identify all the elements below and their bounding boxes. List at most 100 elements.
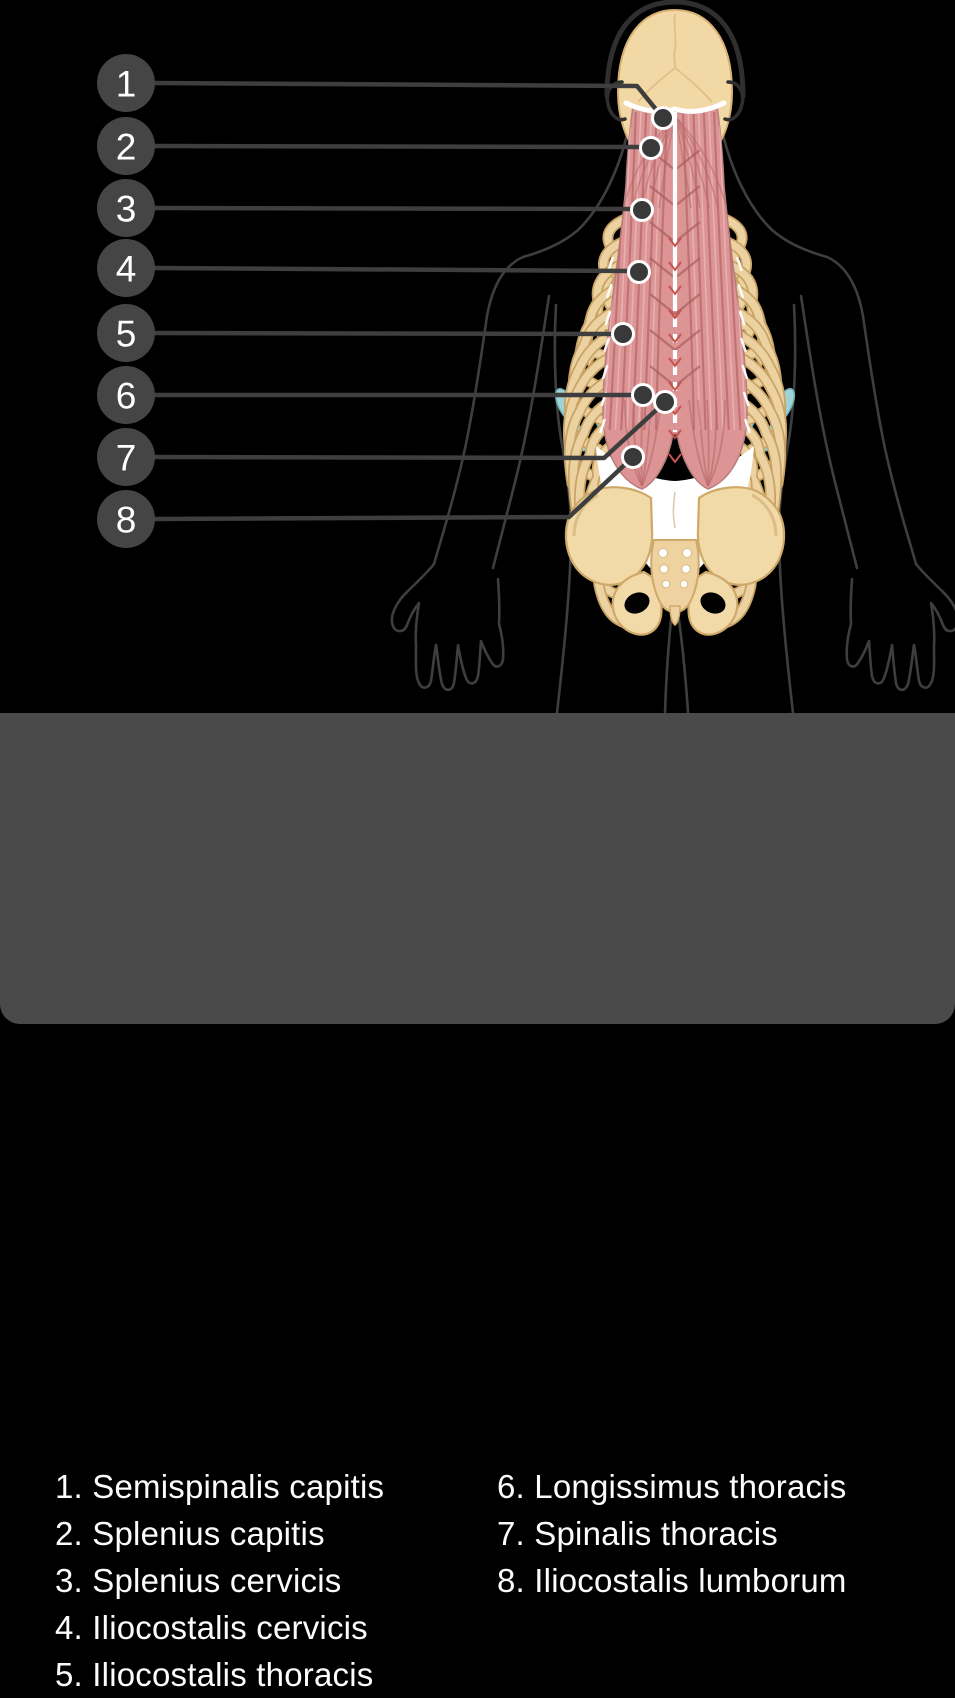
- label-marker-3[interactable]: 3: [97, 179, 155, 237]
- tendon-tick: [741, 364, 749, 380]
- legend-item-5: 5. Iliocostalis thoracis: [55, 1656, 374, 1693]
- striation: [688, 399, 709, 487]
- marker-number: 4: [116, 249, 137, 290]
- striation: [713, 111, 730, 431]
- spine-chevron: [668, 309, 682, 320]
- legend-item-8: 8. Iliocostalis lumborum: [497, 1562, 847, 1599]
- striation: [708, 111, 724, 431]
- striation: [674, 115, 701, 209]
- scalp-outline: [604, 0, 746, 99]
- legend-item-3: 3. Splenius cervicis: [55, 1562, 342, 1599]
- striation: [702, 111, 719, 431]
- tendon-tick: [603, 337, 610, 353]
- tendon-tick: [737, 283, 744, 299]
- tendon-tick: [604, 310, 612, 326]
- torso-side-outline: [553, 303, 573, 713]
- ilium-shading: [572, 493, 599, 537]
- tendon-tick: [599, 418, 606, 434]
- striation: [697, 399, 709, 487]
- tendon-tick: [736, 256, 743, 272]
- spine-chevron: [668, 453, 682, 464]
- marker-circle[interactable]: [97, 117, 155, 175]
- leader-dot-7: [653, 390, 677, 414]
- superior-nuchal-line: [623, 100, 727, 114]
- label-marker-4[interactable]: 4: [97, 239, 155, 297]
- tendon-ticks: [599, 256, 751, 434]
- striation: [718, 111, 736, 431]
- striation: [654, 111, 669, 431]
- tendon-tick: [740, 337, 747, 353]
- marker-circle[interactable]: [97, 304, 155, 362]
- leader-line-1: [149, 80, 666, 121]
- sacrum: [650, 539, 700, 614]
- sacral-crease: [672, 491, 676, 529]
- leader-dot-2: [639, 136, 663, 160]
- spine-chevrons: [668, 237, 682, 464]
- ear-right-icon: [723, 80, 745, 122]
- leader-line-4: [149, 265, 642, 275]
- striation: [641, 399, 653, 487]
- label-marker-5[interactable]: 5: [97, 304, 155, 362]
- leader-dot-5: [611, 322, 635, 346]
- spine-chevron: [668, 333, 682, 344]
- label-marker-1[interactable]: 1: [97, 54, 155, 112]
- coccyx: [669, 605, 681, 626]
- leader-dot-3: [630, 198, 654, 222]
- legend-item-6: 6. Longissimus thoracis: [497, 1468, 847, 1505]
- striation: [640, 399, 644, 487]
- legend-item-1: 1. Semispinalis capitis: [55, 1468, 385, 1505]
- cleft-line-left: [663, 618, 673, 713]
- gluteal-cleft: [663, 618, 690, 713]
- striation: [674, 115, 710, 209]
- leader-dot-6: [631, 383, 655, 407]
- marker-circle[interactable]: [97, 428, 155, 486]
- spine-chevron: [668, 285, 682, 296]
- hand-outline: [390, 562, 505, 692]
- spine-chevron: [668, 429, 682, 440]
- label-marker-2[interactable]: 2: [97, 117, 155, 175]
- legend-item-4: 4. Iliocostalis cervicis: [55, 1609, 368, 1646]
- marker-number: 6: [116, 376, 137, 417]
- legend-item-2: 2. Splenius capitis: [55, 1515, 325, 1552]
- label-marker-8[interactable]: 8: [97, 490, 155, 548]
- ilium-wing: [564, 486, 654, 586]
- tendon-tick: [607, 256, 614, 272]
- marker-circle[interactable]: [97, 179, 155, 237]
- tendon-tick: [601, 364, 609, 380]
- leader-line-2: [149, 143, 654, 151]
- spine-chevron: [668, 237, 682, 248]
- arm-inner-outline: [491, 294, 551, 570]
- label-marker-6[interactable]: 6: [97, 366, 155, 424]
- marker-circle[interactable]: [97, 239, 155, 297]
- anatomy-figure: 12 3 4 5 6 7 8: [97, 0, 955, 713]
- label-marker-7[interactable]: 7: [97, 428, 155, 486]
- pelvis-right: [687, 485, 786, 637]
- legend-panel: 1. Semispinalis capitis 2. Splenius capit…: [0, 713, 955, 1693]
- leader-line-3: [149, 205, 645, 213]
- marker-number: 3: [116, 189, 137, 230]
- cleft-line-right: [677, 618, 690, 713]
- spine-chevron: [668, 261, 682, 272]
- tendon-tick: [606, 283, 613, 299]
- leader-line-8: [149, 454, 636, 522]
- leader-line-7: [149, 399, 668, 461]
- striation: [707, 399, 718, 487]
- striation: [674, 115, 719, 209]
- leader-dot-8: [621, 445, 645, 469]
- tendon-tick: [742, 391, 750, 407]
- striation: [707, 399, 726, 487]
- marker-number: 7: [116, 438, 137, 479]
- tendon-tick: [738, 310, 746, 326]
- legend-item-7: 7. Spinalis thoracis: [497, 1515, 778, 1552]
- leader-lines: [149, 80, 677, 522]
- legend-column-2: 6. Longissimus thoracis 7. Spinalis thora…: [497, 1463, 847, 1604]
- leader-line-5: [149, 330, 626, 337]
- tendon-tick: [744, 418, 751, 434]
- marker-circle[interactable]: [97, 366, 155, 424]
- marker-circle[interactable]: [97, 490, 155, 548]
- label-markers: 12 3 4 5 6 7 8: [97, 54, 155, 548]
- marker-circle[interactable]: [97, 54, 155, 112]
- marker-number: 8: [116, 500, 137, 541]
